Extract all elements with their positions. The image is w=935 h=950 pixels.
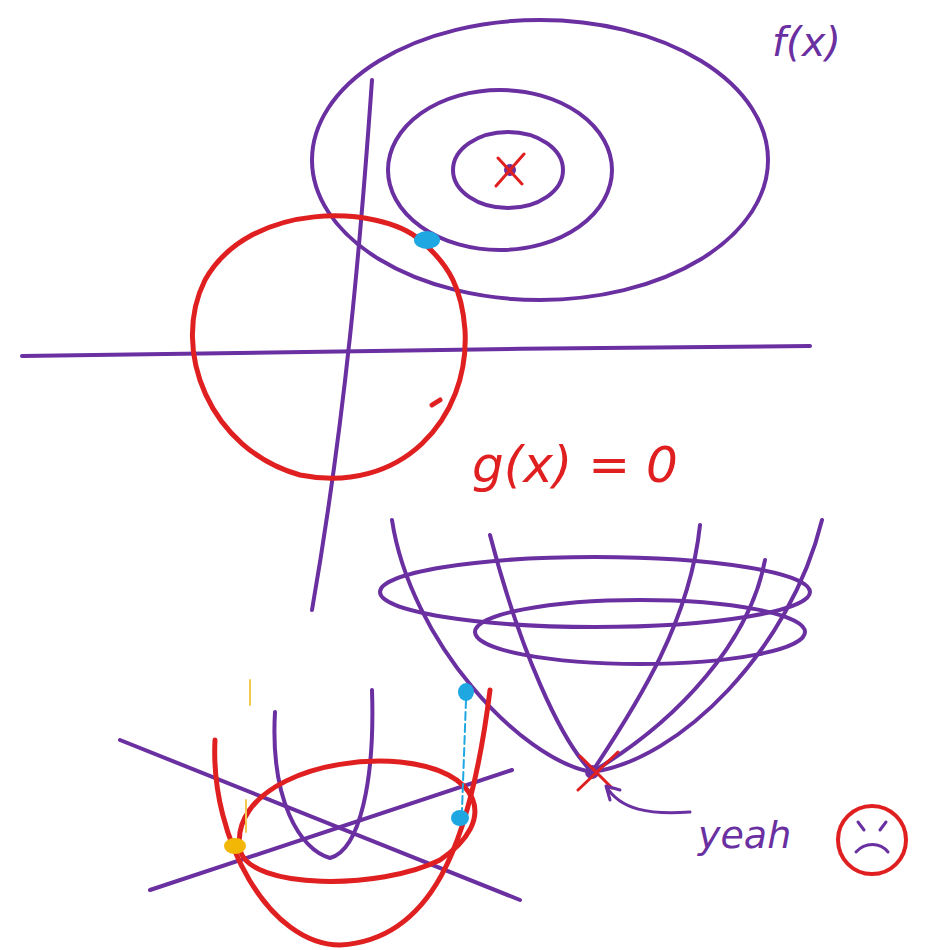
constraint-label: g(x) = 0: [472, 440, 678, 490]
function-label: f(x): [772, 22, 841, 62]
comment-text: yeah: [698, 816, 791, 854]
